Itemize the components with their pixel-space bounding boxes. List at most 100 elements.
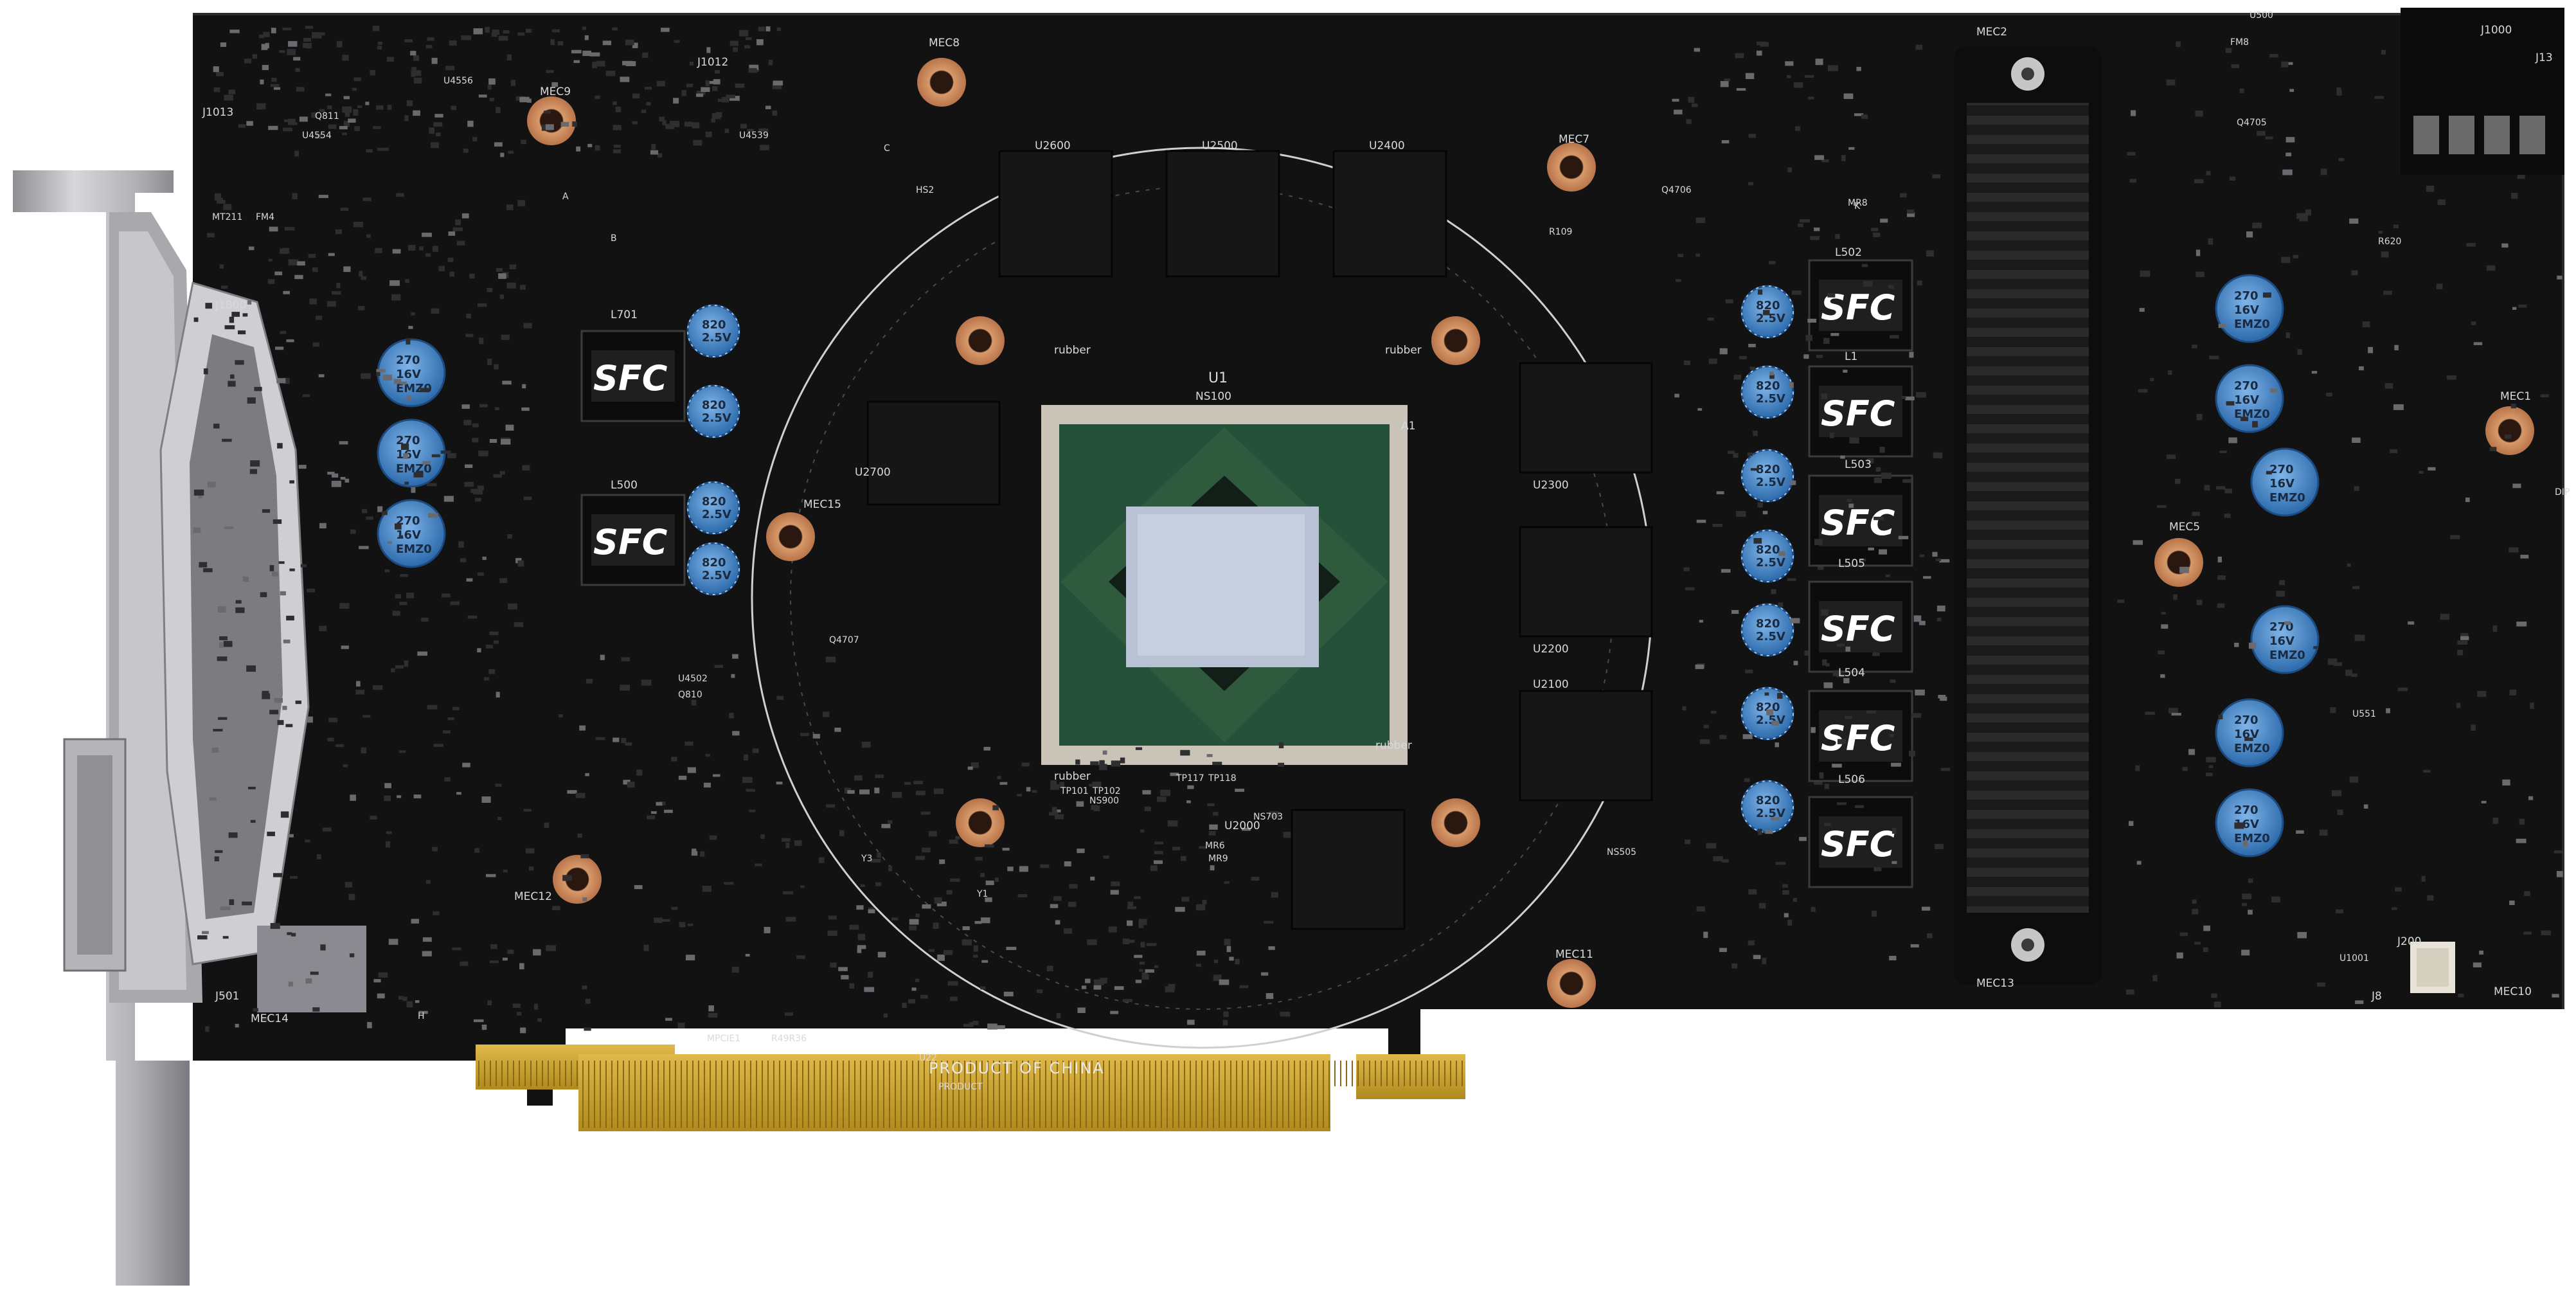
memory-chip-label: U2400	[1369, 139, 1405, 152]
capacitor-marking: 2.5V	[702, 331, 731, 345]
capacitor-marking: 16V	[2234, 393, 2259, 407]
silkscreen-label: HS2	[916, 185, 934, 195]
silkscreen-label: R109	[1549, 227, 1572, 237]
capacitor-marking: 2.5V	[702, 508, 731, 521]
mounting-hole-label: MEC8	[929, 37, 960, 49]
capacitor-marking: 820	[702, 399, 726, 412]
memory-chip-label: U2700	[855, 466, 891, 479]
silkscreen-label: MR8	[1848, 198, 1868, 208]
silkscreen-label: U4554	[302, 130, 332, 141]
connector-label: J501	[215, 990, 239, 1003]
inductor-label: L1	[1845, 350, 1857, 363]
silkscreen-label: FM4	[256, 212, 274, 222]
mounting-hole-label: MEC13	[1976, 977, 2014, 990]
capacitor-marking: EMZ0	[396, 543, 432, 556]
silkscreen-label: TP101	[1060, 786, 1089, 796]
mounting-hole-label: MEC14	[251, 1012, 289, 1025]
memory-chip-label: U2600	[1035, 139, 1071, 152]
power-connector	[2401, 8, 2564, 175]
rubber-label: rubber	[1385, 344, 1422, 357]
silkscreen-label: U551	[2352, 709, 2376, 719]
mounting-hole	[1547, 143, 1596, 192]
capacitor-marking: 16V	[396, 448, 421, 462]
connector-label: J1800	[215, 299, 246, 312]
capacitor-marking: 2.5V	[1756, 630, 1785, 643]
rubber-label: rubber	[1375, 739, 1412, 752]
capacitor-marking: 2.5V	[1756, 312, 1785, 325]
silkscreen-label: MPCIE1	[707, 1034, 740, 1044]
silkscreen-label: U4539	[739, 130, 769, 141]
silkscreen-label: Q4706	[1661, 185, 1692, 195]
capacitor-marking: 820	[1756, 379, 1780, 393]
memory-chip-label: U2200	[1533, 643, 1569, 656]
silkscreen-label: U1001	[2339, 953, 2369, 964]
silkscreen-label: Y1	[976, 889, 988, 899]
connector-label: J13	[2535, 51, 2553, 64]
mounting-hole	[527, 96, 576, 145]
connector-label: J1013	[202, 106, 233, 119]
capacitor-marking: 820	[1756, 543, 1780, 557]
capacitor-marking: 16V	[396, 368, 421, 381]
sfc-choke: SFC	[580, 330, 686, 422]
memory-chip-label: U2500	[1202, 139, 1238, 152]
mounting-hole	[956, 316, 1005, 365]
capacitor-marking: 270	[2234, 803, 2258, 817]
gpu-sub-label: NS100	[1195, 390, 1231, 403]
mounting-hole-label: MEC11	[1555, 948, 1593, 961]
silkscreen-label: NS703	[1253, 812, 1283, 822]
capacitor-marking: EMZ0	[2269, 649, 2305, 662]
silkscreen-label: B	[611, 233, 617, 244]
inductor-label: L506	[1838, 773, 1865, 786]
connector-label: J200	[2397, 935, 2421, 948]
silkscreen-label: C	[884, 143, 890, 154]
capacitor-marking: 820	[702, 495, 726, 508]
sfc-choke: SFC	[1808, 365, 1913, 458]
choke-label: SFC	[1821, 503, 1895, 543]
rubber-label: rubber	[1054, 344, 1091, 357]
sfc-choke: SFC	[1808, 474, 1913, 567]
capacitor-marking: 2.5V	[702, 569, 731, 582]
capacitor-marking: 820	[1756, 299, 1780, 312]
gpu-designator: U1	[1208, 370, 1228, 386]
gpu-corner-label: A1	[1401, 420, 1415, 433]
silkscreen-label: TP118	[1208, 773, 1237, 784]
connector-label: J1000	[2480, 24, 2512, 37]
silkscreen-label: DIP	[2555, 487, 2570, 498]
inductor-label: L502	[1835, 246, 1862, 259]
memory-chip-label: U2100	[1533, 678, 1569, 691]
silkscreen-label: MT211	[212, 212, 242, 222]
choke-label: SFC	[593, 522, 668, 562]
silkscreen-label: Y3	[861, 854, 872, 864]
io-bracket	[13, 170, 366, 1286]
mounting-hole-label: MEC15	[803, 498, 841, 511]
silkscreen-label: FM8	[2230, 37, 2249, 48]
memory-chip-label: U2300	[1533, 479, 1569, 492]
capacitor-marking: 820	[702, 556, 726, 570]
capacitor-marking: 270	[396, 354, 420, 367]
fan-header	[2410, 942, 2455, 993]
mounting-hole	[2154, 538, 2203, 587]
silkscreen-label: U500	[2250, 10, 2273, 21]
product-of-china-label: PRODUCT OF CHINA	[929, 1059, 1105, 1077]
capacitor-marking: EMZ0	[2234, 832, 2270, 845]
capacitor-marking: 270	[396, 514, 420, 528]
choke-label: SFC	[593, 358, 668, 399]
capacitor-marking: EMZ0	[2234, 408, 2270, 421]
mounting-hole-label: MEC1	[2500, 390, 2531, 403]
silkscreen-label: NS505	[1607, 847, 1636, 857]
capacitor-marking: 270	[2234, 289, 2258, 303]
sfc-choke: SFC	[1808, 580, 1913, 673]
silkscreen-label: Q4707	[829, 635, 859, 645]
